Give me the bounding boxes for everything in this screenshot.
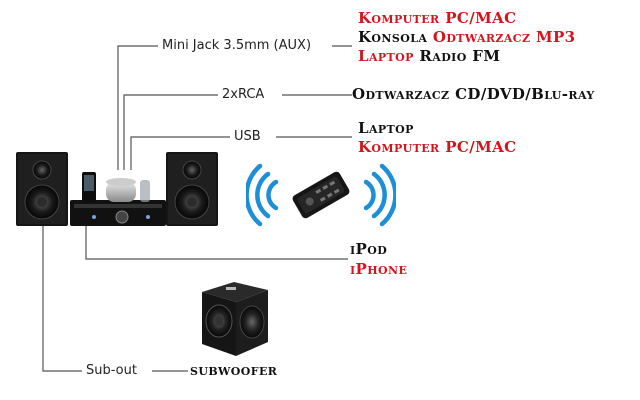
aux-device-radio: Radio FM <box>419 47 501 65</box>
usb-device-laptop: Laptop <box>358 119 414 137</box>
remote-control-icon <box>246 163 396 227</box>
wireless-signal-icon <box>246 163 396 227</box>
rca-device-player: Odtwarzacz CD/DVD/Blu-ray <box>352 85 595 103</box>
aux-device-laptop: Laptop <box>358 47 414 65</box>
dock-device-ipod: iPod <box>350 240 388 258</box>
rca-device-line-1: Odtwarzacz CD/DVD/Blu-ray <box>352 86 595 103</box>
aux-device-mp3: Odtwarzacz MP3 <box>432 28 576 46</box>
aux-connector-label: Mini Jack 3.5mm (AUX) <box>158 38 316 54</box>
aux-device-line-3: Laptop Radio FM <box>358 48 500 65</box>
aux-device-line-2: Konsola Odtwarzacz MP3 <box>358 29 576 46</box>
rca-connector-label: 2xRCA <box>218 87 269 103</box>
usb-connector-label: USB <box>230 129 265 145</box>
usb-device-line-1: Laptop <box>358 120 414 137</box>
subwoofer-icon <box>202 282 268 356</box>
usb-device-line-2: Komputer PC/MAC <box>358 139 516 156</box>
subwoofer-label: subwoofer <box>190 361 278 379</box>
aux-device-line-1: Komputer PC/MAC <box>358 10 516 27</box>
dock-device-iphone: iPhone <box>350 260 408 278</box>
subout-connector-label: Sub-out <box>82 363 141 379</box>
aux-device-computer: Komputer PC/MAC <box>358 9 517 27</box>
dock-device-line-2: iPhone <box>350 261 407 278</box>
stereo-system-icon <box>16 152 218 226</box>
aux-device-console: Konsola <box>358 28 428 46</box>
usb-device-computer: Komputer PC/MAC <box>358 138 517 156</box>
dock-device-line-1: iPod <box>350 241 387 258</box>
